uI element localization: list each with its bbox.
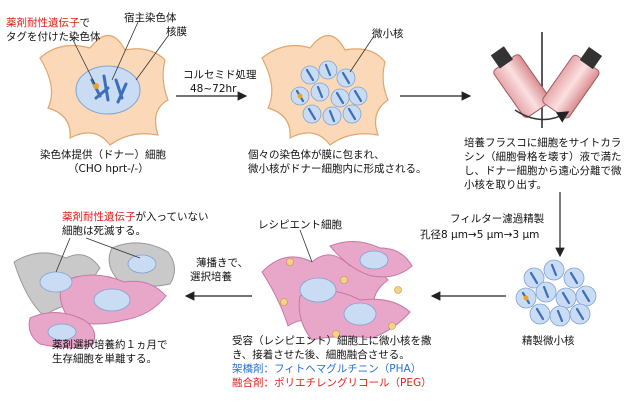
- centrifuge-desc-4: 小核を取り出す。: [464, 179, 547, 191]
- dead-cell-leaders: [55, 237, 141, 273]
- host-chromosome-label: 宿主染色体: [124, 12, 177, 24]
- donor-cell-label: 染色体提供（ドナー）細胞: [40, 149, 166, 161]
- micronucleus-label: 微小核: [372, 28, 404, 40]
- fusion-desc: 受容（レシピエント）細胞上に微小核を撒: [232, 335, 432, 347]
- recipient-leader: [299, 229, 313, 263]
- fusion-desc-2: き、接着させた後、細胞融合させる。: [232, 349, 410, 361]
- dilute-label-2: 選択培養: [190, 271, 232, 283]
- donor-nucleus: [75, 65, 141, 115]
- dilute-label: 薄播きで、: [196, 257, 249, 269]
- filter-pore-label: 孔径8 μm→5 μm→3 μm: [420, 229, 540, 241]
- centrifuge-flasks: [490, 32, 603, 128]
- attached-micronuclei: [280, 258, 402, 338]
- selection-desc-2: 生存細胞を単離する。: [52, 353, 157, 365]
- tagged-chromosome-label-2: タグを付けた染色体: [6, 31, 101, 43]
- micronucleation-desc-2: 微小核がドナー細胞内に形成される。: [248, 163, 427, 175]
- recipient-nuclei: [299, 250, 389, 326]
- centrifuge-desc: 培養フラスコに細胞をサイトカラ: [464, 137, 622, 149]
- selection-culture: [13, 242, 175, 349]
- recipient-cell-label: レシピエント細胞: [258, 219, 342, 231]
- drug-tag-marker: [93, 83, 99, 89]
- donor-cell: [39, 34, 169, 146]
- cell-death-label-2: 細胞は死滅する。: [62, 225, 146, 237]
- cell-death-label: 薬剤耐性遺伝子が入っていない: [62, 211, 209, 223]
- fusogen-label: 融合剤：ポリエチレングリコール（PEG）: [232, 377, 432, 389]
- micronuclei-inside: [290, 60, 368, 126]
- micronucleated-cell: [261, 34, 389, 146]
- colcemid-label: コルセミド処理: [183, 69, 257, 81]
- colcemid-time-label: 48~72hr: [190, 83, 237, 95]
- micronucleus-leader: [349, 35, 375, 73]
- purified-micronuclei: [515, 259, 597, 327]
- donor-leader-lines: [69, 21, 169, 85]
- centrifuge-desc-3: し、ドナー細胞から遠心分離で微: [464, 165, 622, 177]
- centrifuge-desc-2: シン（細胞骨格を壊す）液で満た: [464, 151, 622, 163]
- donor-cell-type-label: （CHO hprt-/-）: [68, 163, 149, 175]
- selection-desc: 薬剤選択培養約１ヵ月で: [52, 339, 168, 351]
- micronucleation-desc: 個々の染色体が膜に包まれ、: [248, 149, 385, 161]
- rotation-arrow: [514, 109, 570, 123]
- purified-label: 精製微小核: [522, 335, 575, 347]
- nuclear-membrane-label: 核膜: [166, 26, 187, 38]
- tagged-chromosome-label: 薬剤耐性遺伝子で: [6, 17, 90, 29]
- filter-label: フィルター濾過精製: [450, 213, 545, 225]
- crosslinker-label: 架橋剤：フィトヘマグルチニン（PHA）: [232, 363, 422, 375]
